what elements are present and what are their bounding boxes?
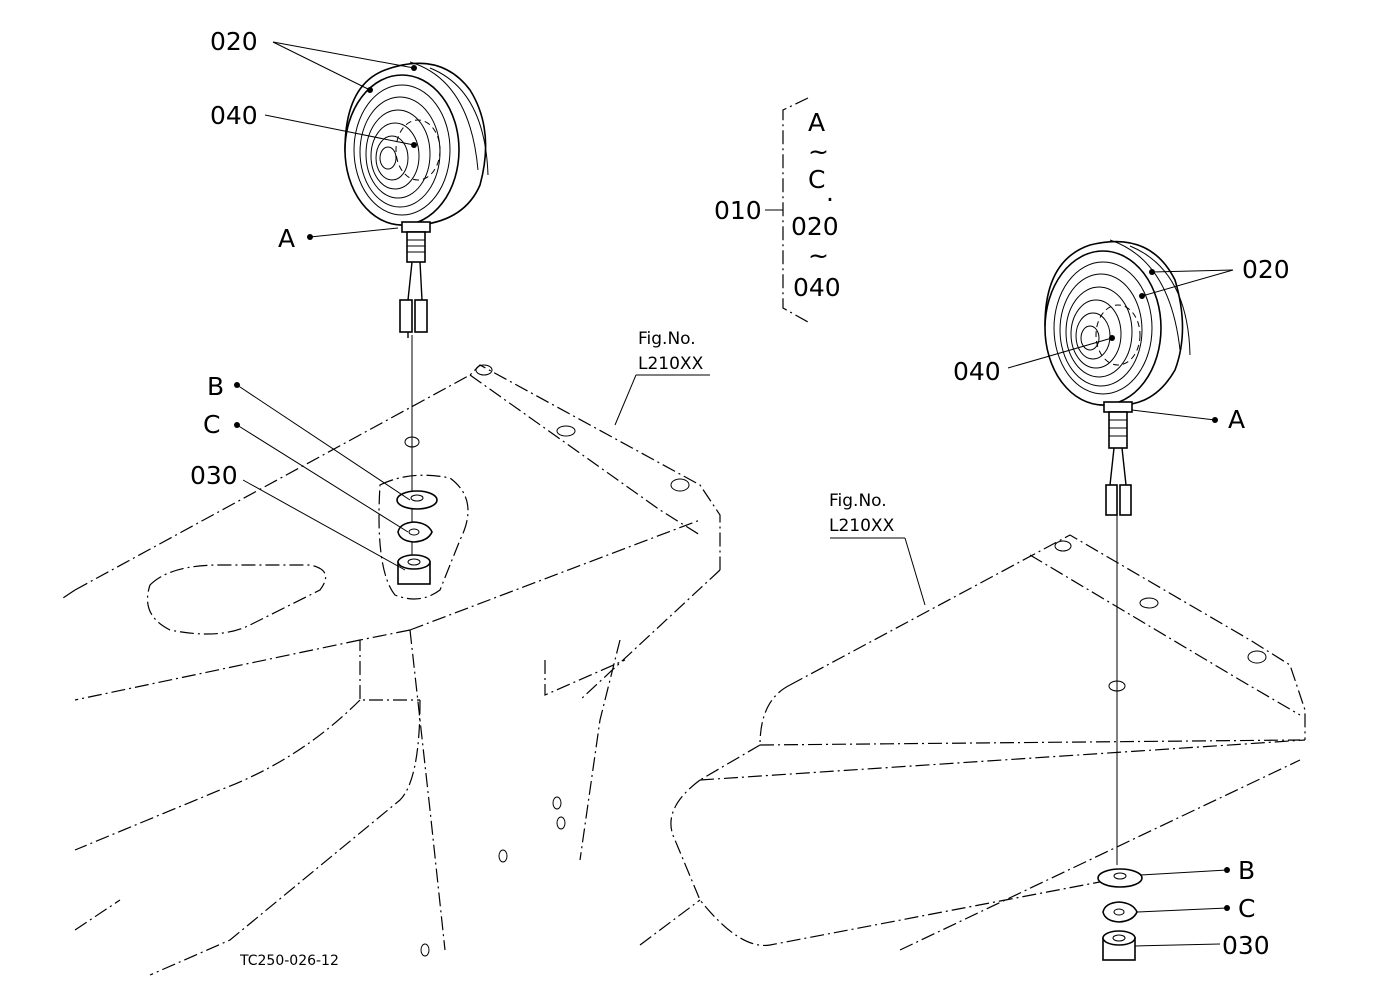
label-left-020: 020 xyxy=(210,27,258,56)
left-fender xyxy=(59,364,721,976)
label-right-030: 030 xyxy=(1222,931,1270,960)
label-left-a: A xyxy=(278,224,295,253)
label-bracket-c: C xyxy=(808,165,825,194)
label-left-fig-ref: L210XX xyxy=(638,354,704,374)
right-fender xyxy=(639,534,1306,951)
label-left-030: 030 xyxy=(190,461,238,490)
drawing-code: TC250-026-12 xyxy=(239,953,339,969)
label-bracket-tilde-2: ~ xyxy=(808,241,829,270)
label-left-c: C xyxy=(203,410,220,439)
label-bracket-040: 040 xyxy=(793,273,841,302)
callout-labels: 020 040 A B C 030 Fig.No. L210XX 010 A ~… xyxy=(190,27,1290,969)
label-left-040: 040 xyxy=(210,101,258,130)
label-bracket-a: A xyxy=(808,108,825,137)
label-bracket-020: 020 xyxy=(791,212,839,241)
label-bracket-tilde-1: ~ xyxy=(808,137,829,166)
label-kit-010: 010 xyxy=(714,196,762,225)
label-bracket-dot: · xyxy=(826,185,834,214)
right-lamp-assembly xyxy=(1044,239,1191,961)
left-leaders xyxy=(234,41,710,571)
right-leaders xyxy=(830,269,1234,947)
label-right-a: A xyxy=(1228,405,1245,434)
label-left-fig-no: Fig.No. xyxy=(638,329,696,349)
label-right-020: 020 xyxy=(1242,255,1290,284)
label-right-c: C xyxy=(1238,894,1255,923)
label-right-fig-ref: L210XX xyxy=(829,516,895,536)
label-right-fig-no: Fig.No. xyxy=(829,491,887,511)
label-left-b: B xyxy=(207,372,224,401)
label-right-040: 040 xyxy=(953,357,1001,386)
kit-bracket xyxy=(765,97,809,323)
label-right-b: B xyxy=(1238,856,1255,885)
